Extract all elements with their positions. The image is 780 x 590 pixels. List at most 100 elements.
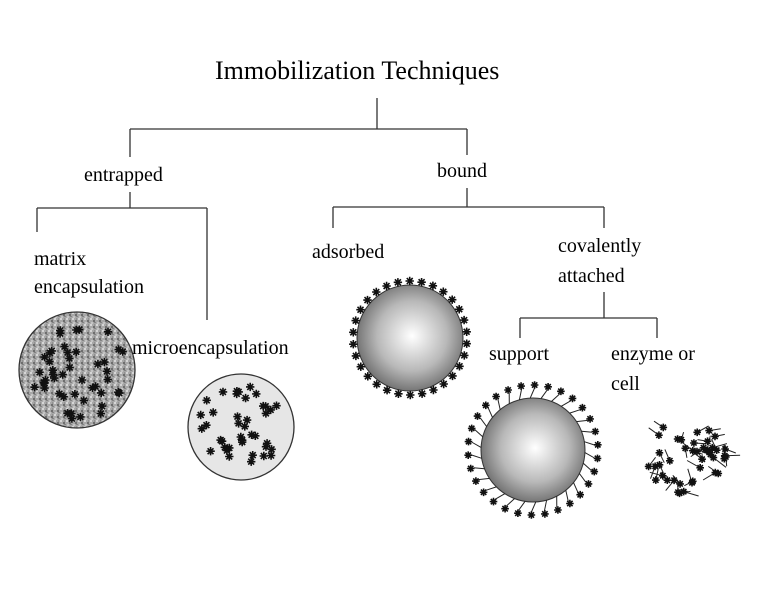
- enzyme-star-core: [594, 430, 597, 433]
- link-line: [570, 410, 580, 413]
- enzyme-star-core: [359, 308, 363, 312]
- enzyme-star-core: [692, 441, 695, 444]
- enzyme-star-core: [408, 279, 412, 283]
- enzyme-star-core: [366, 374, 370, 378]
- enzyme-star-core: [269, 454, 273, 458]
- enzyme-star-core: [465, 342, 469, 346]
- enzyme-star-core: [105, 369, 109, 373]
- enzyme-star-core: [264, 411, 268, 415]
- enzyme-star-core: [533, 383, 536, 386]
- label-microencapsulation: microencapsulation: [132, 335, 289, 361]
- enzyme-star-core: [668, 459, 671, 462]
- enzyme-star-core: [588, 417, 591, 420]
- enzyme-star-core: [66, 351, 70, 355]
- enzyme-star-core: [397, 392, 401, 396]
- enzyme-star-core: [559, 390, 562, 393]
- link-line: [577, 420, 588, 421]
- enzyme-star-core: [70, 417, 74, 421]
- enzyme-star-core: [676, 490, 679, 493]
- enzyme-star-core: [209, 449, 213, 453]
- enzyme-star-core: [654, 478, 657, 481]
- enzyme-star-core: [700, 458, 703, 461]
- enzyme-star-core: [682, 490, 685, 493]
- enzyme-star-core: [678, 482, 681, 485]
- enzyme-star-core: [713, 435, 716, 438]
- enzyme-star-core: [82, 399, 86, 403]
- enzyme-star-core: [374, 290, 378, 294]
- enzyme-star-core: [245, 418, 249, 422]
- enzyme-star-core: [684, 447, 687, 450]
- enzyme-star-core: [450, 298, 454, 302]
- enzyme-star-core: [723, 447, 726, 450]
- enzyme-star-core: [223, 445, 227, 449]
- label-matrix-line2: encapsulation: [34, 274, 144, 300]
- enzyme-star-core: [717, 472, 720, 475]
- enzyme-star-core: [244, 396, 248, 400]
- enzyme-star-core: [706, 440, 709, 443]
- enzyme-star-core: [396, 280, 400, 284]
- label-covalent-line2: attached: [558, 263, 625, 289]
- enzyme-star-core: [275, 404, 279, 408]
- enzyme-star-core: [221, 390, 225, 394]
- enzyme-star-core: [469, 467, 472, 470]
- enzyme-star-core: [236, 415, 240, 419]
- link-line: [583, 463, 591, 470]
- link-line: [552, 394, 560, 401]
- enzyme-star-core: [251, 453, 255, 457]
- enzyme-star-core: [385, 388, 389, 392]
- enzyme-star-core: [695, 450, 698, 453]
- link-line: [488, 407, 493, 417]
- link-line: [566, 490, 568, 501]
- label-covalent-line1: covalently: [558, 233, 641, 259]
- enzyme-star-core: [442, 382, 446, 386]
- link-line: [471, 455, 482, 458]
- enzyme-star-core: [470, 427, 473, 430]
- link-line: [475, 429, 483, 436]
- enzyme-star-core: [262, 454, 266, 458]
- enzyme-star-core: [519, 384, 522, 387]
- enzyme-star-core: [484, 404, 487, 407]
- link-line: [582, 431, 593, 432]
- enzyme-star-core: [672, 479, 675, 482]
- matrix-encapsulation-sphere: [19, 312, 135, 428]
- enzyme-star-core: [250, 433, 254, 437]
- enzyme-star-core: [33, 385, 37, 389]
- label-enzyme-line1: enzyme or: [611, 341, 695, 367]
- enzyme-star-core: [571, 397, 574, 400]
- link-line: [486, 487, 496, 490]
- link-line: [541, 390, 547, 399]
- enzyme-star-core: [50, 349, 54, 353]
- enzyme-star-core: [351, 330, 355, 334]
- enzyme-star-core: [243, 424, 247, 428]
- enzyme-star-core: [100, 404, 104, 408]
- enzyme-star-core: [96, 362, 100, 366]
- enzyme-star-core: [516, 512, 519, 515]
- enzyme-star-core: [546, 385, 549, 388]
- enzyme-star-core: [38, 370, 42, 374]
- link-line: [519, 389, 521, 400]
- enzyme-star-core: [351, 342, 355, 346]
- link-line: [479, 478, 490, 479]
- diagram-title: Immobilization Techniques: [215, 56, 499, 86]
- enzyme-star-core: [248, 385, 252, 389]
- enzyme-star-core: [62, 395, 66, 399]
- label-matrix-line1: matrix: [34, 246, 86, 272]
- enzyme-star-core: [106, 378, 110, 382]
- enzyme-star-core: [724, 455, 727, 458]
- enzyme-star-core: [474, 479, 477, 482]
- enzyme-star-core: [385, 284, 389, 288]
- enzyme-star-core: [658, 451, 661, 454]
- enzyme-star-core: [68, 366, 72, 370]
- enzyme-star-core: [661, 474, 664, 477]
- enzyme-star-core: [235, 389, 239, 393]
- enzyme-star-core: [432, 388, 436, 392]
- link-line: [506, 499, 514, 506]
- enzyme-star-core: [482, 491, 485, 494]
- enzyme-star-core: [200, 427, 204, 431]
- enzyme-star-core: [658, 463, 661, 466]
- enzyme-star-core: [51, 373, 55, 377]
- enzyme-star-core: [503, 507, 506, 510]
- link-line: [544, 500, 546, 511]
- enzyme-star-core: [699, 466, 702, 469]
